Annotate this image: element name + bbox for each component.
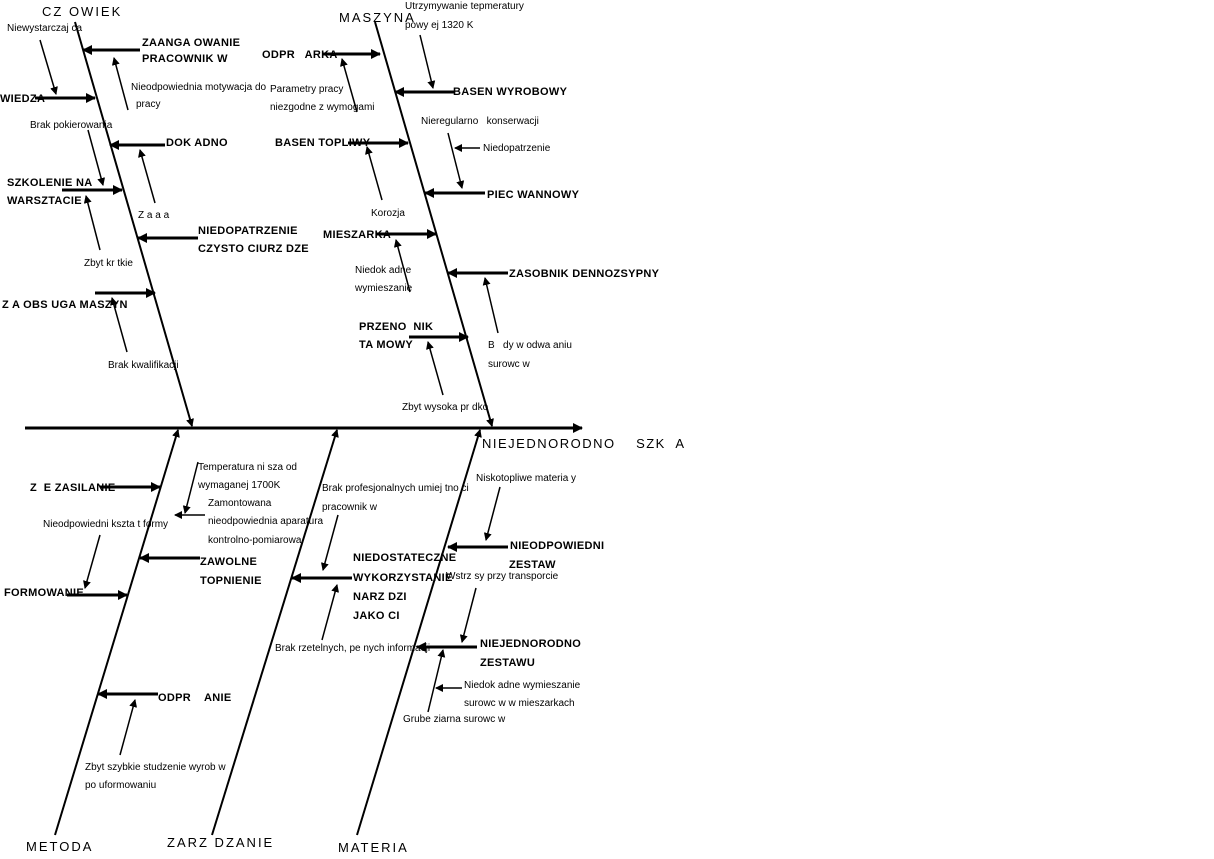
cause-niejednorodnosc-2: ZESTAWU — [480, 657, 535, 669]
cause-powolne-2: TOPNIENIE — [200, 575, 262, 587]
cause-motywacja-1: Nieodpowiednia motywacja do — [131, 82, 267, 93]
cause-parametry-2: niezgodne z wymogami — [270, 102, 375, 113]
arrow-niedokladne-masz — [393, 239, 411, 293]
cause-brak-profesjonalnych-2: pracownik w — [322, 502, 378, 513]
cause-zasobnik: ZASOBNIK DENNOZSYPNY — [509, 268, 660, 280]
cause-przenosnik-1: PRZENO NIK — [359, 321, 433, 333]
cause-zbyt-szybkie-2: po uformowaniu — [85, 780, 156, 791]
arrow-parametry — [340, 58, 358, 113]
cause-bledy-1: B dy w odwa aniu — [488, 340, 572, 351]
arrow-utrzymywanie — [419, 34, 436, 89]
cause-piec-wannowy: PIEC WANNOWY — [487, 189, 580, 201]
arrow-zla-praca — [138, 149, 156, 204]
cause-niedopatrzenie-czl-2: CZYSTO CIURZ DZE — [198, 243, 309, 255]
bone-czlowiek — [74, 21, 194, 427]
cause-dokladno: DOK ADNO — [166, 137, 228, 149]
cause-niedostateczne-4: JAKO CI — [353, 610, 400, 622]
cause-mieszarka: MIESZARKA — [323, 229, 391, 241]
arrow-korozja — [365, 146, 383, 201]
cause-bledy-2: surowc w — [488, 359, 530, 370]
cause-parametry-1: Parametry pracy — [270, 84, 343, 95]
cause-utrzymywanie-1: Utrzymywanie tepmeratury — [405, 1, 524, 12]
bone-metoda — [54, 429, 180, 836]
arrow-motywacja — [111, 57, 129, 111]
cause-zbyt-wysoka: Zbyt wysoka pr dko — [402, 402, 489, 413]
cause-niedokladne-masz-2: wymieszanie — [354, 283, 413, 294]
cause-niedopatrzenie-masz: Niedopatrzenie — [483, 143, 551, 154]
cause-wiedza: WIEDZA — [0, 93, 45, 105]
cause-zaangazowanie-1: ZAANGA OWANIE — [142, 37, 240, 49]
cause-niedokladne-masz-1: Niedok adne — [355, 265, 412, 276]
arrow-grube — [427, 649, 446, 713]
cause-zbyt-szybkie-1: Zbyt szybkie studzenie wyrob w — [85, 762, 226, 773]
cause-niedostateczne-2: WYKORZYSTANIE — [353, 572, 453, 584]
arrow-wstrzasy — [459, 587, 477, 643]
arrow-bledy — [482, 277, 499, 334]
effect-label: NIEJEDNORODNO SZK A — [482, 436, 686, 451]
cause-szkolenie-1: SZKOLENIE NA — [7, 177, 93, 189]
cause-niedostateczne-1: NIEDOSTATECZNE — [353, 552, 456, 564]
category-metoda: METODA — [26, 839, 93, 854]
cause-grube: Grube ziarna surowc w — [403, 714, 506, 725]
cause-utrzymywanie-2: powy ej 1320 K — [405, 20, 474, 31]
cause-zamontowana-3: kontrolno-pomiarowa — [208, 535, 302, 546]
cause-niewystarczajaca: Niewystarczaj ca — [7, 23, 82, 34]
cause-basen-wyrobowy: BASEN WYROBOWY — [453, 86, 568, 98]
bone-maszyna — [374, 21, 494, 427]
cause-zamontowana-1: Zamontowana — [208, 498, 272, 509]
cause-niedopatrzenie-czl-1: NIEDOPATRZENIE — [198, 225, 298, 237]
arrow-zbyt-wysoka — [426, 341, 444, 396]
cause-niejednorodnosc-1: NIEJEDNORODNO — [480, 638, 581, 650]
cause-zla-praca: Z a a a — [138, 210, 170, 221]
cause-zaangazowanie-2: PRACOWNIK W — [142, 53, 228, 65]
cause-przenosnik-2: TA MOWY — [359, 339, 413, 351]
cause-brak-rzetelnych: Brak rzetelnych, pe nych informacji — [275, 643, 430, 654]
cause-niedokladne-mat-1: Niedok adne wymieszanie — [464, 680, 581, 691]
arrow-nieregularna — [447, 132, 465, 189]
cause-nieregularna: Nieregularno konserwacji — [421, 116, 539, 127]
cause-niedopowiedni-1: NIEODPOWIEDNI — [510, 540, 604, 552]
cause-zle-zasilanie: Z E ZASILANIE — [30, 482, 115, 494]
cause-zbyt-krotkie: Zbyt kr tkie — [84, 258, 133, 269]
cause-formowanie: FORMOWANIE — [4, 587, 84, 599]
arrow-temperatura — [182, 461, 199, 514]
cause-temperatura-1: Temperatura ni sza od — [198, 462, 297, 473]
bone-urzadzenie — [211, 429, 339, 836]
arrow-zbyt-szybkie — [119, 699, 138, 756]
cause-obsluga: Z A OBS UGA MASZYN — [2, 299, 128, 311]
category-czlowiek: CZ OWIEK — [42, 4, 122, 19]
cause-brak-kwalifikacji: Brak kwalifikacji — [108, 360, 179, 371]
cause-brak-pokierowania: Brak pokierowania — [30, 120, 113, 131]
arrow-nieodpowiedni-ksztalt — [83, 534, 101, 589]
cause-zamontowana-2: nieodpowiednia aparatura — [208, 516, 324, 527]
arrow-niewystarczajaca — [39, 39, 58, 95]
cause-basen-topliwy: BASEN TOPLIWY — [275, 137, 371, 149]
cause-niedopowiedni-2: ZESTAW — [509, 559, 556, 571]
category-maszyna: MASZYNA — [339, 10, 416, 25]
arrow-niskotopliwe — [483, 486, 501, 541]
cause-wstrzasy: Wstrz sy przy transporcie — [446, 571, 559, 582]
bone-material — [356, 429, 482, 836]
cause-odprezarka: ODPR ARKA — [262, 49, 338, 61]
cause-niedokladne-mat-2: surowc w w mieszarkach — [464, 698, 575, 709]
cause-szkolenie-2: WARSZTACIE — [7, 195, 82, 207]
category-material: MATERIA — [338, 840, 409, 855]
cause-motywacja-2: pracy — [136, 99, 160, 110]
arrow-brak-kwalifikacji — [110, 297, 128, 353]
cause-niskotopliwe: Niskotopliwe materia y — [476, 473, 576, 484]
cause-brak-profesjonalnych-1: Brak profesjonalnych umiej tno ci — [322, 483, 469, 494]
arrow-brak-profesjonalnych — [320, 514, 339, 571]
cause-nieodpowiedni-ksztalt: Nieodpowiedni kszta t formy — [43, 519, 168, 530]
cause-temperatura-2: wymaganej 1700K — [197, 480, 281, 491]
category-urzadzenie: ZARZ DZANIE — [167, 835, 274, 850]
arrow-brak-rzetelnych — [321, 584, 340, 641]
arrow-zbyt-krotkie — [83, 195, 101, 251]
cause-korozja: Korozja — [371, 208, 405, 219]
cause-powolne-1: ZAWOLNE — [200, 556, 257, 568]
arrow-brak-pokierowania — [87, 129, 106, 186]
cause-niedostateczne-3: NARZ DZI — [353, 591, 407, 603]
cause-odprezanie: ODPR ANIE — [158, 692, 231, 704]
